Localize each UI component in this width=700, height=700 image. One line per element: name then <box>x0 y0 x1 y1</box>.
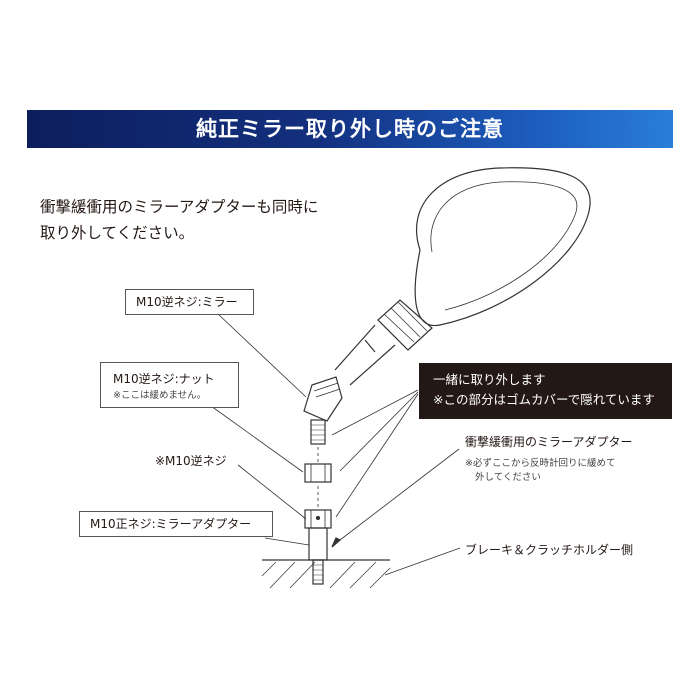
title-banner: 純正ミラー取り外し時のご注意 <box>27 110 673 148</box>
label-adapter: 衝撃緩衝用のミラーアダプター ※必ずここから反時計回りに緩めて 外してください <box>465 433 633 483</box>
mirror-bolt <box>310 419 326 445</box>
label-adapter-thread: M10正ネジ:ミラーアダプター <box>79 511 273 537</box>
intro-line-2: 取り外してください。 <box>40 224 195 242</box>
adapter-note-1: ※必ずここから反時計回りに緩めて <box>465 458 616 469</box>
mirror-base <box>303 376 343 422</box>
intro-line-1: 衝撃緩衝用のミラーアダプターも同時に <box>40 198 319 216</box>
label-text: M10正ネジ:ミラーアダプター <box>90 517 252 531</box>
label-mirror-thread: M10逆ネジ:ミラー <box>125 289 254 315</box>
adapter-note-2: 外してください <box>475 472 541 483</box>
label-nut-thread: M10逆ネジ:ナット ※ここは緩めません。 <box>100 362 239 408</box>
intro-text: 衝撃緩衝用のミラーアダプターも同時に 取り外してください。 <box>40 194 318 246</box>
remove-together-text: 一緒に取り外します <box>433 372 546 387</box>
label-note: ※ここは緩めません。 <box>113 390 207 401</box>
label-holder-side: ブレーキ＆クラッチホルダー側 <box>465 543 634 557</box>
label-text: M10逆ネジ:ナット <box>113 372 215 386</box>
remove-together-box: 一緒に取り外します ※この部分はゴムカバーで隠れています <box>419 363 672 419</box>
mirror-head <box>414 167 591 327</box>
adapter-text: 衝撃緩衝用のミラーアダプター <box>465 435 633 449</box>
nut <box>304 463 332 483</box>
label-reverse-thread: ※M10逆ネジ <box>155 454 227 468</box>
label-text: M10逆ネジ:ミラー <box>136 295 238 309</box>
rubber-cover-note: ※この部分はゴムカバーで隠れています <box>433 392 655 407</box>
